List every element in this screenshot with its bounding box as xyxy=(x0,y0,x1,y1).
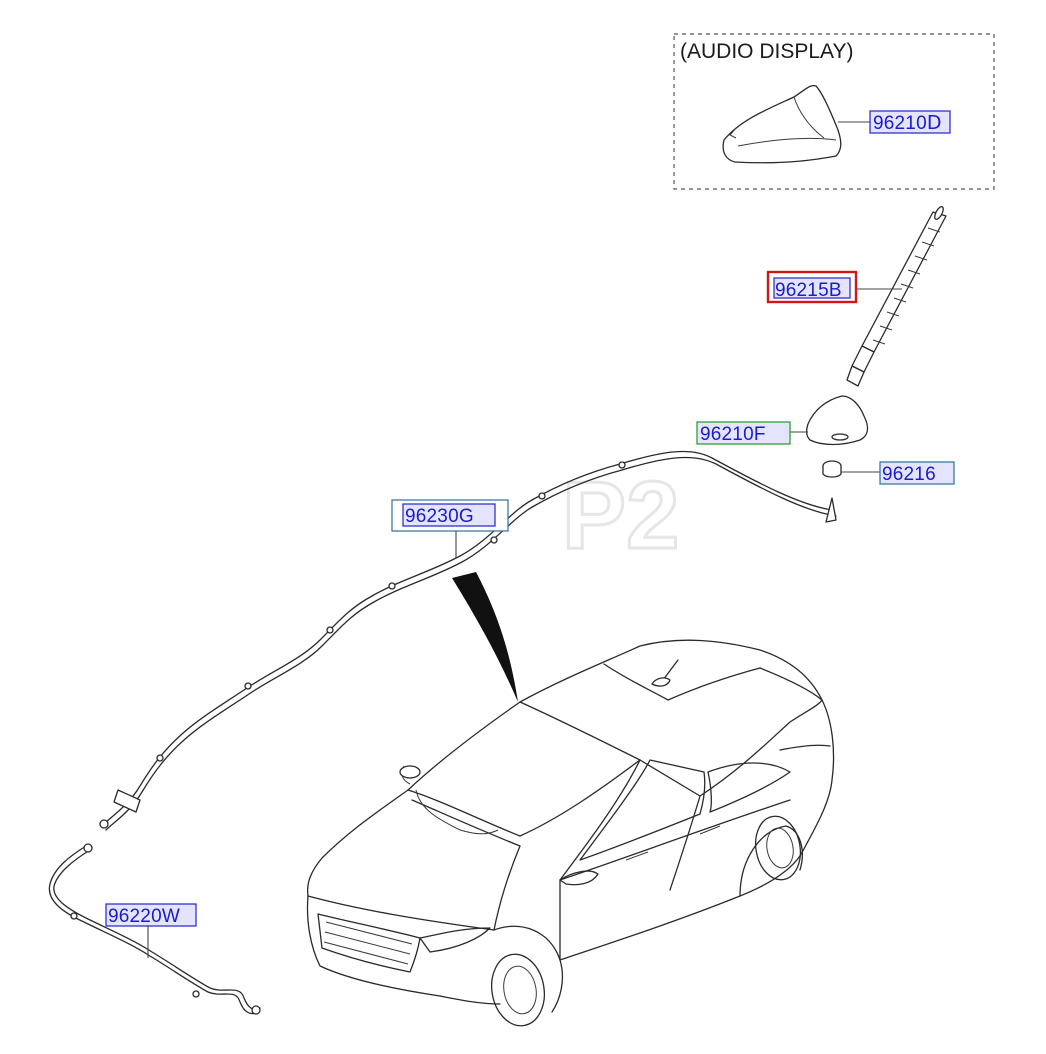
part-code: 96210Ⅾ xyxy=(873,113,942,134)
part-code: 96215B xyxy=(775,280,842,301)
part-label-96220W[interactable]: 96220W xyxy=(105,903,197,927)
part-label-96216[interactable]: 96216 xyxy=(879,461,955,485)
part-code: 96230G xyxy=(405,506,474,527)
part-code: 96220W xyxy=(108,906,180,927)
part-label-box xyxy=(402,503,496,527)
inset-title: (AUDIO DISPLAY) xyxy=(680,40,853,63)
watermark: P2 xyxy=(562,462,679,569)
part-label-96215B-highlighted[interactable]: 96215B xyxy=(766,270,858,304)
car-illustration xyxy=(306,639,835,1027)
part-label-box xyxy=(879,461,955,485)
part-label-96210F[interactable]: 96210F xyxy=(696,421,791,445)
roof-antenna-cable xyxy=(99,450,837,831)
part-code: 96210F xyxy=(700,424,766,445)
audio-display-inset: (AUDIO DISPLAY) xyxy=(673,33,995,190)
part-label-box xyxy=(105,903,197,927)
inset-border xyxy=(673,33,995,190)
antenna-base-icon xyxy=(806,395,869,446)
part-label-box xyxy=(869,110,951,134)
shark-fin-antenna-icon xyxy=(722,84,842,164)
feeder-cable xyxy=(48,843,261,1015)
antenna-nut-icon xyxy=(822,460,842,478)
callout-arrow xyxy=(452,572,518,702)
part-label-96230G[interactable]: 96230G xyxy=(391,499,509,532)
part-code: 96216 xyxy=(882,464,936,485)
rod-antenna-icon xyxy=(846,206,947,387)
part-label-box xyxy=(696,421,791,445)
part-label-96210D[interactable]: 96210Ⅾ xyxy=(869,110,951,134)
part-label-box xyxy=(773,277,851,299)
